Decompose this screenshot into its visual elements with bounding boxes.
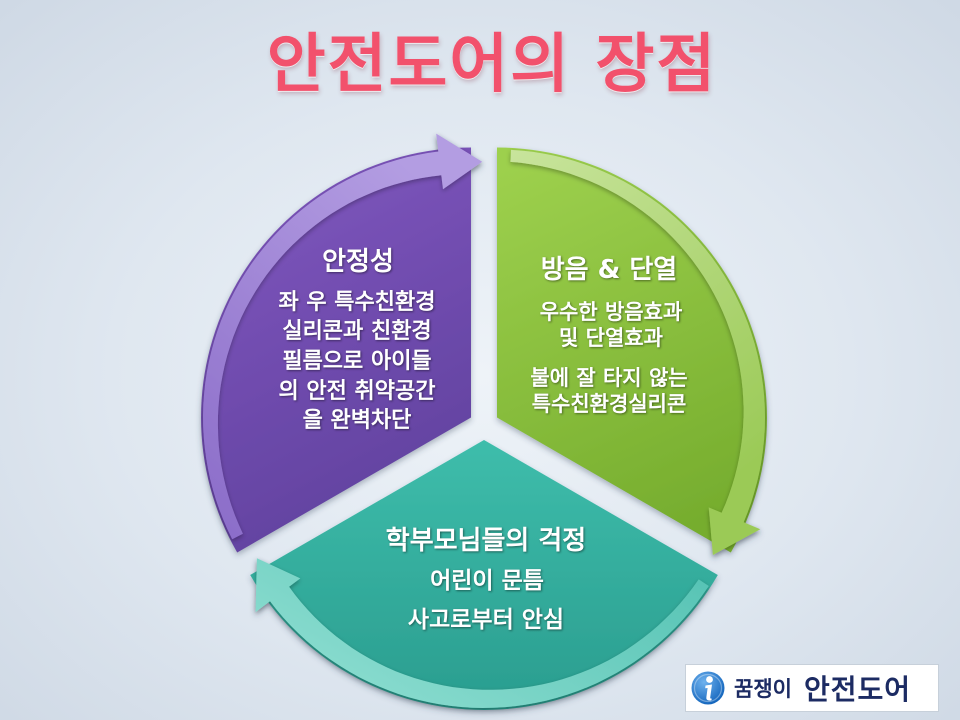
insulation-heading: 방음 & 단열 bbox=[540, 255, 678, 285]
parents-line: 사고로부터 안심 bbox=[407, 607, 565, 633]
insulation-line: 불에 잘 타지 않는 bbox=[530, 366, 688, 390]
arrow-safety bbox=[203, 133, 483, 540]
insulation-line: 및 단열효과 bbox=[559, 326, 663, 350]
parents-line: 어린이 문틈 bbox=[430, 568, 544, 594]
info-i-icon bbox=[691, 671, 725, 705]
safety-line: 을 완벽차단 bbox=[302, 408, 412, 433]
safety-line: 의 안전 취약공간 bbox=[278, 379, 436, 404]
insulation-line: 우수한 방음효과 bbox=[539, 300, 683, 324]
insulation-line: 특수친환경실리콘 bbox=[531, 392, 687, 416]
page-title: 안전도어의 장점 bbox=[266, 28, 718, 102]
arrow-parents bbox=[255, 558, 709, 708]
logo-name-text: 안전도어 bbox=[803, 673, 912, 706]
segment-safety bbox=[201, 133, 483, 553]
segment-parents-body bbox=[250, 440, 718, 710]
safety-line: 좌 우 특수친환경 bbox=[278, 290, 436, 315]
logo-brand-text: 꿈쟁이 bbox=[734, 677, 792, 701]
arrow-insulation bbox=[510, 149, 765, 555]
brand-logo: 꿈쟁이 안전도어 bbox=[685, 664, 939, 712]
segment-insulation bbox=[497, 147, 767, 555]
safety-heading: 안정성 bbox=[322, 247, 394, 277]
safety-line: 실리콘과 친환경 bbox=[282, 319, 432, 344]
safety-line: 필름으로 아이들 bbox=[282, 349, 432, 374]
segment-parents bbox=[250, 440, 718, 710]
parents-heading: 학부모님들의 걱정 bbox=[385, 526, 587, 556]
